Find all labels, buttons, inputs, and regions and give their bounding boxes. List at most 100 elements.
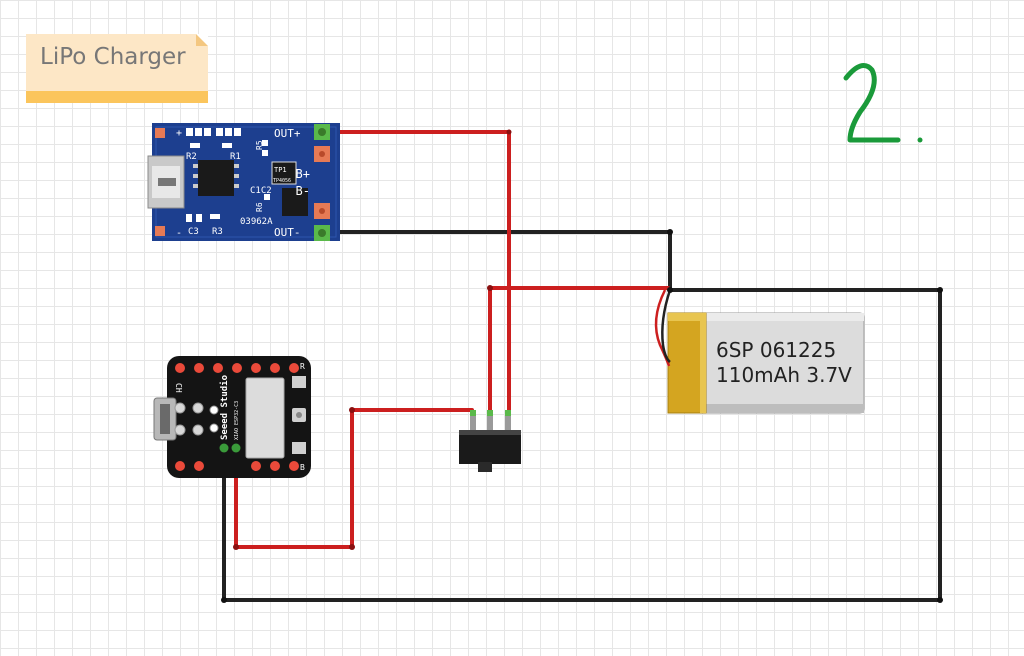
switch-pin <box>487 410 493 432</box>
switch-pin-end <box>470 410 476 416</box>
smd-part <box>190 143 200 148</box>
wire-switch-to-battery[interactable] <box>488 286 670 412</box>
mount-hole <box>192 402 204 414</box>
battery-bottom-edge <box>668 404 864 413</box>
ic-leg <box>193 164 198 168</box>
smd-part <box>186 128 193 136</box>
xiao-pin-bat[interactable] <box>231 443 241 453</box>
label-b-minus: B- <box>296 184 310 198</box>
annotation-digit-stroke <box>843 63 901 143</box>
smd-part <box>262 140 268 146</box>
battery-black-lead[interactable] <box>661 289 672 363</box>
pad <box>155 128 165 138</box>
slide-switch[interactable] <box>459 410 521 472</box>
xiao-r-label: R <box>300 362 305 371</box>
joint <box>937 287 943 293</box>
label-plus: + <box>176 128 182 139</box>
mount-hole <box>192 424 204 436</box>
smd-part <box>234 128 241 136</box>
pad-hole <box>318 128 326 136</box>
battery-top-edge <box>668 313 864 321</box>
label-r6: R6 <box>255 202 264 212</box>
tp4056-charger-board[interactable]: + - OUT+ OUT- B+ B- R2 R1 R5 TP1 TP4056 … <box>147 123 340 241</box>
xiao-esp32c3-board[interactable]: Seeed Studio XIAO ESP32-C3 CH R B <box>153 356 311 478</box>
label-b-plus: B+ <box>296 167 310 181</box>
reset-button[interactable] <box>292 376 306 388</box>
label-chip: TP4056 <box>273 178 291 184</box>
xiao-pin-gnd[interactable] <box>219 443 229 453</box>
label-r3: R3 <box>212 227 223 237</box>
annotation-dot-stroke <box>917 137 923 143</box>
mosfet-chip <box>282 188 308 216</box>
ic-leg <box>234 174 239 178</box>
handwritten-annotation: 2. <box>843 63 923 143</box>
joint <box>937 597 943 603</box>
switch-pin <box>470 410 476 432</box>
switch-actuator[interactable] <box>478 462 492 472</box>
label-r1: R1 <box>230 152 241 162</box>
xiao-top-pads <box>175 363 299 373</box>
label-code: 03962A <box>240 217 273 227</box>
smd-part <box>186 214 192 222</box>
xiao-model-label: XIAO ESP32-C3 <box>234 401 240 440</box>
joint <box>349 544 355 550</box>
switch-top <box>459 430 521 435</box>
label-r5: R5 <box>255 140 264 150</box>
smd-part <box>262 150 268 156</box>
label-out-minus: OUT- <box>274 226 301 239</box>
xiao-bottom-pads <box>175 461 299 471</box>
usb-c-tongue <box>160 404 170 434</box>
battery-label-line1: 6SP 061225 <box>716 338 836 362</box>
joint <box>667 287 673 293</box>
label-c3: C3 <box>188 227 199 237</box>
ic-leg <box>193 184 198 188</box>
ic-leg <box>234 184 239 188</box>
boot-button[interactable] <box>292 442 306 454</box>
battery-tape-top <box>668 313 706 321</box>
ic-leg <box>234 164 239 168</box>
smd-part <box>210 214 220 219</box>
lipo-battery[interactable]: 6SP 061225 110mAh 3.7V <box>654 289 865 414</box>
sticky-note[interactable]: LiPo Charger <box>26 34 208 103</box>
mount-hole <box>209 423 219 433</box>
mount-hole <box>209 405 219 415</box>
smd-part <box>222 143 232 148</box>
pad-hole <box>319 208 325 214</box>
note-label: LiPo Charger <box>40 44 186 70</box>
label-minus: - <box>176 228 182 239</box>
label-tp1: TP1 <box>274 166 287 174</box>
smd-part <box>216 128 223 136</box>
battery-label-line2: 110mAh 3.7V <box>716 363 852 387</box>
wire-out-minus-to-battery[interactable] <box>320 230 672 292</box>
pad-hole <box>319 151 325 157</box>
tp4056-chip <box>271 161 297 185</box>
ic-leg <box>193 174 198 178</box>
joint <box>667 229 673 235</box>
pad-hole <box>318 229 326 237</box>
xiao-ch-label: CH <box>174 383 183 393</box>
smd-part <box>204 128 211 136</box>
mount-hole <box>174 424 186 436</box>
label-c1c2: C1C2 <box>250 186 272 196</box>
switch-body <box>459 430 521 464</box>
wire-out-plus-to-switch[interactable] <box>320 130 511 412</box>
label-out-plus: OUT+ <box>274 127 301 140</box>
joint <box>221 597 227 603</box>
joint <box>506 129 512 135</box>
smd-part <box>196 214 202 222</box>
annotation-text: 2. <box>870 129 872 131</box>
rf-shield <box>245 377 285 459</box>
pad <box>155 226 165 236</box>
smd-part <box>264 194 270 200</box>
joint <box>487 285 493 291</box>
mount-hole <box>174 402 186 414</box>
usb-tongue <box>158 178 176 186</box>
battery-tape-edge <box>700 313 706 413</box>
smd-part <box>195 128 202 136</box>
joint <box>233 544 239 550</box>
joint <box>349 407 355 413</box>
battery-red-lead[interactable] <box>654 289 671 367</box>
antenna-connector-center <box>296 412 302 418</box>
xiao-b-label: B <box>300 463 305 472</box>
